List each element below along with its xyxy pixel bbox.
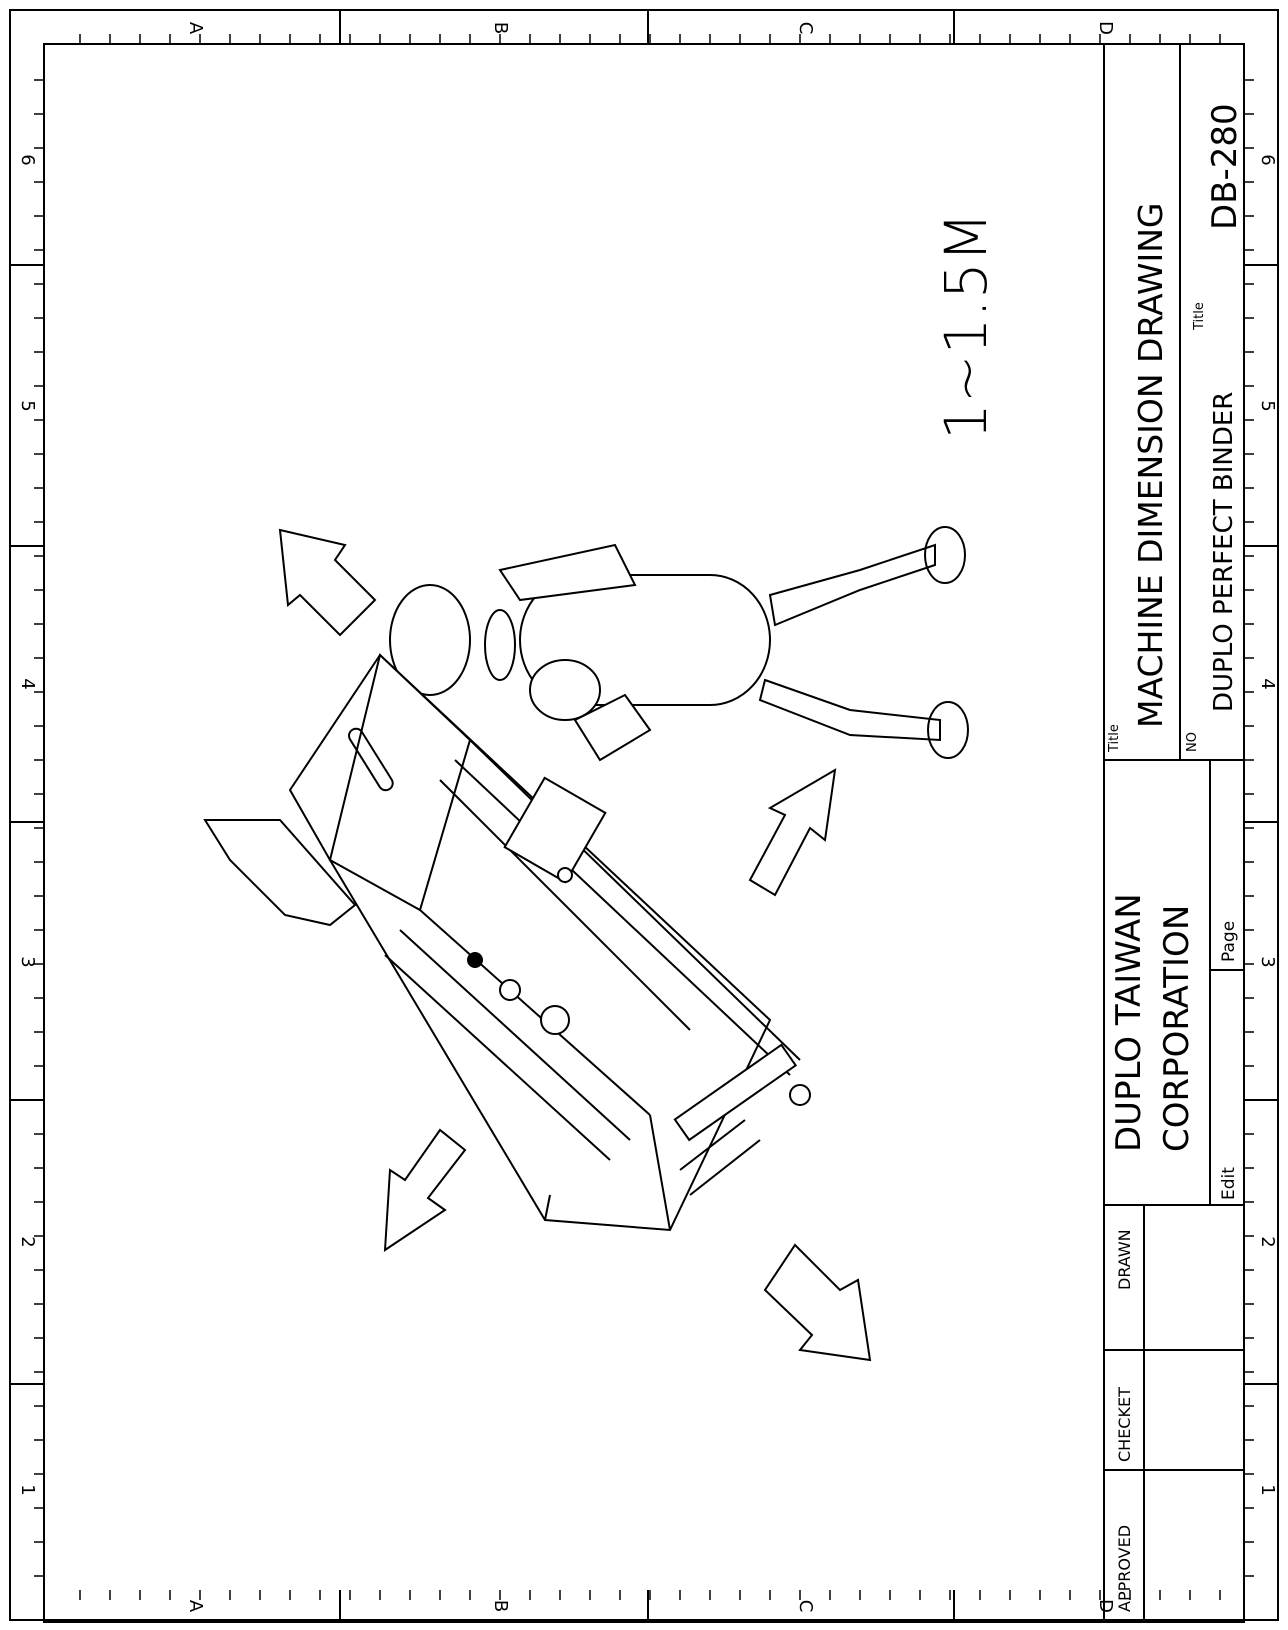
scale-ticks <box>34 34 1254 1600</box>
row-label-6-left: 6 <box>17 154 38 165</box>
machine-foot <box>789 1084 811 1106</box>
approved-label: APPROVED <box>1115 1525 1134 1612</box>
arrow-bottom-right-icon <box>763 1243 872 1362</box>
control-knob-1 <box>540 1005 570 1035</box>
title-caption-2: Title <box>1192 302 1207 331</box>
machine-feed-tray <box>203 819 357 927</box>
inner-frame <box>43 43 1245 1623</box>
title-block-text: Title MACHINE DIMENSION DRAWING NO DUPLO… <box>1107 103 1245 1612</box>
border-labels: A B C D A B C D 1 2 3 4 5 6 1 2 3 4 5 6 <box>17 21 1278 1613</box>
row-label-1-left: 1 <box>17 1484 38 1495</box>
operator-leg-top <box>768 543 936 627</box>
control-knob-3 <box>467 952 483 968</box>
row-label-2-right: 2 <box>1257 1236 1278 1247</box>
row-label-4-right: 4 <box>1257 678 1278 689</box>
machine-name-plate <box>348 727 394 792</box>
arrow-top-right-icon <box>748 768 837 897</box>
clearance-note: 1~1.5M <box>932 212 1000 440</box>
operator-shoulder <box>529 659 601 721</box>
col-label-a-top: A <box>185 22 206 35</box>
operator-foot-bottom <box>927 701 969 759</box>
checked-label: CHECKET <box>1115 1387 1134 1462</box>
zone-dividers <box>10 10 1278 1620</box>
col-label-d-top: D <box>1095 21 1116 35</box>
arrow-bottom-left-icon <box>383 1128 467 1252</box>
col-label-c-top: C <box>795 22 816 35</box>
operator-figure <box>389 526 969 762</box>
row-label-5-left: 5 <box>17 400 38 411</box>
operator-foot-top <box>924 526 966 584</box>
row-label-1-right: 1 <box>1257 1484 1278 1495</box>
col-label-c-bottom: C <box>795 1600 816 1613</box>
machine-end-cap <box>673 1043 798 1142</box>
control-panel <box>503 776 607 884</box>
binder-machine <box>203 653 811 1232</box>
control-knob-4 <box>557 867 573 883</box>
operator-leg-bottom <box>758 678 941 742</box>
row-label-3-left: 3 <box>17 956 38 967</box>
col-label-b-top: B <box>490 22 511 34</box>
page-caption: Page <box>1219 921 1239 962</box>
title-caption: Title <box>1107 724 1122 753</box>
product-name: DUPLO PERFECT BINDER <box>1209 392 1239 712</box>
company-line-1: DUPLO TAIWAN <box>1109 893 1149 1152</box>
no-caption: NO <box>1185 732 1200 752</box>
row-label-5-right: 5 <box>1257 400 1278 411</box>
outer-frame <box>9 9 1279 1621</box>
col-label-d-bottom: D <box>1095 1599 1116 1613</box>
drawn-label: DRAWN <box>1115 1229 1134 1290</box>
control-knob-2 <box>499 979 521 1001</box>
model-number: DB-280 <box>1205 103 1245 230</box>
row-label-6-right: 6 <box>1257 154 1278 165</box>
row-label-2-left: 2 <box>17 1236 38 1247</box>
company-line-2: CORPORATION <box>1157 905 1197 1152</box>
operator-forearm <box>573 693 652 762</box>
clearance-arrows <box>278 528 872 1362</box>
row-label-4-left: 4 <box>17 678 38 689</box>
title-block <box>1103 44 1244 1622</box>
row-label-3-right: 3 <box>1257 956 1278 967</box>
col-label-b-bottom: B <box>490 1600 511 1612</box>
operator-upper-arm <box>498 543 637 602</box>
drawing-title: MACHINE DIMENSION DRAWING <box>1131 203 1170 728</box>
edit-caption: Edit <box>1219 1167 1239 1200</box>
operator-neck <box>484 609 516 681</box>
arrow-top-left-icon <box>278 528 377 637</box>
col-label-a-bottom: A <box>185 1600 206 1613</box>
operator-head <box>389 584 471 696</box>
